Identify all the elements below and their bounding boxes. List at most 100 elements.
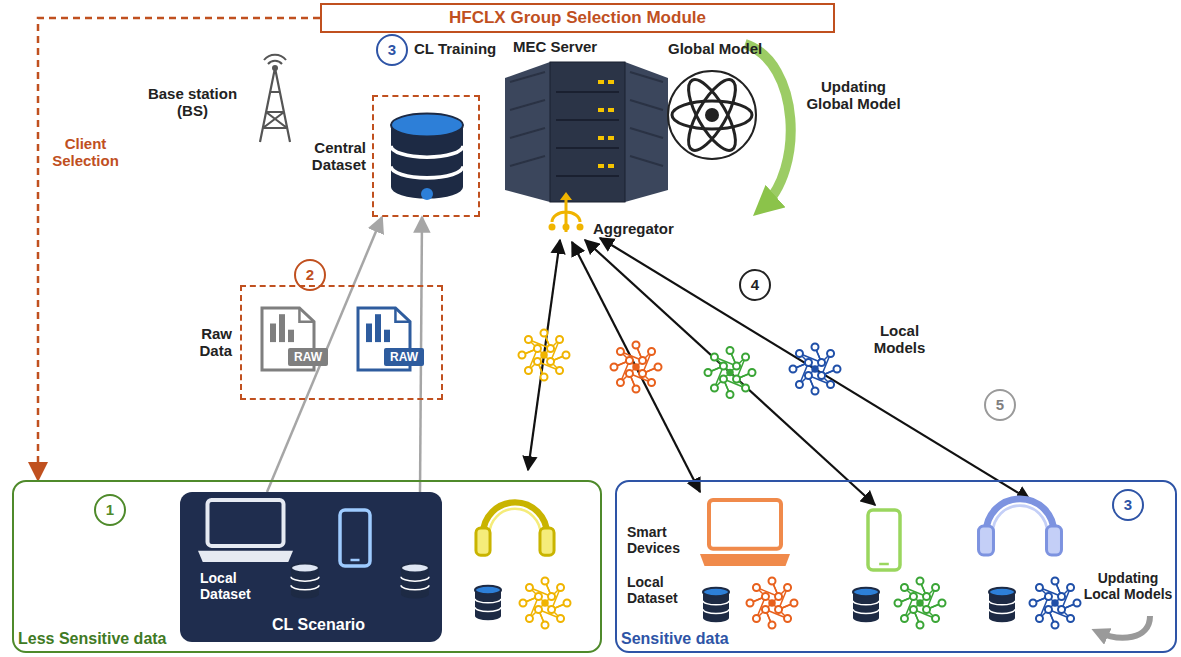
local-model-icon-part-part xyxy=(761,606,768,613)
database-icon xyxy=(989,587,1015,621)
local-model-icon-part-part xyxy=(547,358,554,365)
local-model-icon-part-part xyxy=(916,599,923,606)
local-model-icon-part-part xyxy=(1051,577,1058,584)
database-icon-part xyxy=(989,600,1015,604)
local-model-icon-part-part xyxy=(540,351,547,358)
callout-number: 2 xyxy=(299,265,321,285)
database-icon-part xyxy=(475,585,501,593)
database-icon-part xyxy=(291,585,319,589)
local-model-icon-part-part xyxy=(733,362,740,369)
server-icon-part xyxy=(556,175,619,177)
local-model-icon-part-part xyxy=(827,350,834,357)
raw-data-icons-part xyxy=(288,330,294,342)
local-model-icon-part-part xyxy=(617,348,624,355)
model-exchange-links xyxy=(528,238,1030,505)
local-model-icon-part-part xyxy=(547,345,554,352)
server-icon-part xyxy=(630,156,663,166)
node-text: Aggregator xyxy=(593,220,693,237)
aggregator-icon-part xyxy=(549,224,556,231)
callout-circle xyxy=(985,390,1015,420)
server-icon-part xyxy=(608,80,614,84)
server-icon-part xyxy=(630,100,663,110)
callout-number: 5 xyxy=(989,395,1011,415)
laptop-icon-part xyxy=(198,550,293,561)
local-model-icon-part-part xyxy=(909,606,916,613)
local-model-icon xyxy=(894,577,945,628)
central-database-icon-part xyxy=(391,113,463,136)
database-icon-part xyxy=(703,587,729,595)
device-illustration-part xyxy=(700,498,1150,637)
text-label: Local Models xyxy=(862,322,937,357)
local-model-icon-part-part xyxy=(775,592,782,599)
database-icon-part xyxy=(989,609,1015,613)
local-model-icon-part-part xyxy=(626,370,633,377)
local-model-icon-part-part xyxy=(541,621,548,628)
local-model-icon-part-part xyxy=(932,583,939,590)
local-model-icon xyxy=(789,343,840,394)
local-model-icon-part-part xyxy=(805,372,812,379)
server-icon-part xyxy=(630,72,663,82)
headphone-icon xyxy=(978,498,1061,554)
local-model-icon-part-part xyxy=(1067,615,1074,622)
aggregator-icon xyxy=(549,192,584,232)
local-model-icon-part-part xyxy=(626,357,633,364)
local-model-icon-part-part xyxy=(639,357,646,364)
headphone-icon-part xyxy=(489,508,540,534)
node-text: HFCLX Group Selection Module xyxy=(322,8,833,28)
headphone-icon-part xyxy=(986,498,1054,532)
local-model-icon-part-part xyxy=(525,583,532,590)
server-icon-part xyxy=(598,136,604,140)
server-icon-part xyxy=(598,108,604,112)
node-text: Raw Data xyxy=(170,325,232,360)
headphone-icon-part xyxy=(992,505,1046,532)
server-icon-part xyxy=(510,128,545,138)
headphone-icon-part xyxy=(539,528,553,555)
local-model-icon-part-part xyxy=(654,363,661,370)
local-model-icon-part-part xyxy=(1058,606,1065,613)
aggregator-icon-part xyxy=(563,224,570,231)
local-model-icon-part xyxy=(610,341,661,392)
database-icon xyxy=(853,587,879,621)
local-model-icon-part-part xyxy=(818,359,825,366)
local-model-icon-part-part xyxy=(1073,599,1080,606)
local-model-icon-part-part xyxy=(540,373,547,380)
global-model-icon xyxy=(668,71,756,159)
local-model-icon-part-part xyxy=(525,615,532,622)
local-model-icon-part-part xyxy=(704,369,711,376)
local-model-icon-part-part xyxy=(548,606,555,613)
callout-circle-part xyxy=(1113,490,1143,520)
local-model-icon-part xyxy=(519,577,570,628)
server-icon-part xyxy=(598,164,604,168)
local-model-icon-part-part xyxy=(909,592,916,599)
local-model-icon-part-part xyxy=(541,577,548,584)
callout-circle xyxy=(95,495,125,525)
server-icon-part xyxy=(550,62,625,202)
local-model-icon-part-part xyxy=(556,367,563,374)
local-model-icon-part-part xyxy=(768,621,775,628)
local-model-icon-part-part xyxy=(534,358,541,365)
callout-circle xyxy=(740,270,770,300)
server-icon xyxy=(505,62,668,202)
local-model-icon-part-part xyxy=(711,353,718,360)
model-exchange-links-part xyxy=(572,242,700,492)
database-icon-part xyxy=(853,600,879,604)
server-icon-part xyxy=(630,128,663,138)
local-model-icon-part-part xyxy=(648,379,655,386)
database-icon xyxy=(703,587,729,621)
laptop-icon xyxy=(700,500,790,566)
local-model-icon-part-part xyxy=(900,583,907,590)
node-text: Smart Devices xyxy=(627,524,695,556)
server-icon-part xyxy=(556,147,619,149)
scenario-box: CL ScenarioLocal Dataset xyxy=(180,492,442,642)
node-text: Local Dataset xyxy=(627,574,695,606)
local-model-icon-part-part xyxy=(534,592,541,599)
server-icon-part xyxy=(510,100,545,110)
local-model-icon-part-part xyxy=(742,353,749,360)
callout-circle-part xyxy=(985,390,1015,420)
local-model-icon-part-part xyxy=(746,599,753,606)
server-icon-part xyxy=(510,156,545,166)
local-model-icon xyxy=(1029,577,1080,628)
text-label: Global Model xyxy=(668,40,778,57)
global-model-icon-part xyxy=(668,71,756,159)
